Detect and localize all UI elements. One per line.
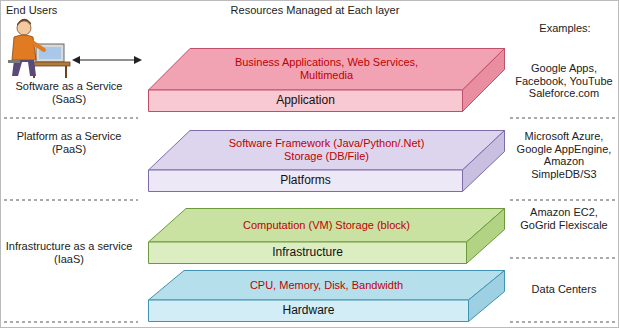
layer-name: Infrastructure (272, 246, 343, 260)
slab-side (463, 49, 505, 112)
slab-front (149, 90, 463, 112)
layer-resources: Computation (VM) Storage (block) (212, 219, 442, 232)
slab-front (149, 300, 469, 322)
column-heading: Resources Managed at Each layer (200, 4, 430, 17)
slab-top (149, 131, 505, 171)
slab-top (149, 209, 505, 243)
layer-slab: Software Framework (Java/Python/.Net) St… (148, 130, 505, 192)
layer-resources: Software Framework (Java/Python/.Net) St… (212, 137, 442, 162)
example-text: Microsoft Azure, Google AppEngine, Amazo… (512, 130, 616, 181)
slab-top (149, 49, 505, 91)
layer-slab: Computation (VM) Storage (block) Infrastr… (148, 208, 505, 264)
column-heading: Examples: (515, 22, 615, 35)
slab-front (149, 170, 463, 192)
slab-side (469, 271, 505, 322)
slab-side (463, 131, 505, 192)
layer-slab: CPU, Memory, Disk, BandwidthHardware (148, 270, 505, 322)
end-user-figure (8, 19, 70, 78)
slab-top (149, 271, 505, 301)
layer-slab: Business Applications, Web Services, Mul… (148, 48, 505, 112)
example-text: Data Centers (512, 283, 616, 296)
service-model: Infrastructure as a service (IaaS) (4, 240, 134, 265)
service-model: Platform as a Service (PaaS) (4, 130, 134, 155)
layer-resources: CPU, Memory, Disk, Bandwidth (212, 279, 442, 292)
actor-label: End Users (6, 4, 86, 17)
example-text: Amazon EC2, GoGrid Flexiscale (512, 206, 616, 231)
layer-name: Hardware (282, 304, 334, 318)
layer-name: Platforms (280, 174, 331, 188)
service-model: Software as a Service (SaaS) (4, 80, 134, 105)
slab-front (149, 242, 467, 264)
row-dividers (4, 118, 615, 322)
example-text: Google Apps, Facebook, YouTube Saleforce… (512, 62, 616, 100)
slab-side (467, 209, 505, 264)
layer-name: Application (276, 94, 335, 108)
layer-resources: Business Applications, Web Services, Mul… (227, 56, 427, 81)
user-access-arrow (72, 56, 142, 64)
